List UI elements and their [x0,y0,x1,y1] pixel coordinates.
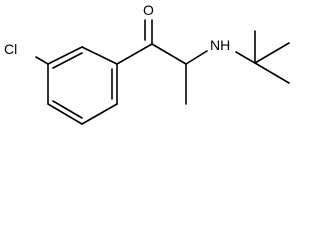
ring-carbonyl-bond [116,43,153,65]
c-cl-bond [35,56,49,65]
amine-label: NH [210,37,230,53]
tertbutyl-methyl-right [254,42,290,64]
tert-butyl-group [254,30,290,84]
ring-inner-bond-3 [52,100,83,119]
ring-bond-bottom-left [47,103,83,125]
ring-bond-bottom-right [81,103,118,125]
benzene-ring [47,46,118,125]
tertbutyl-methyl-down [254,62,290,84]
chemical-structure: Cl O NH [4,2,290,125]
ring-bond-top-left [47,46,83,65]
nitrogen-tertbutyl-bond [235,51,256,64]
ring-bond-top-right [81,46,118,65]
alpha-nitrogen-bond [185,50,208,65]
oxygen-label: O [143,2,154,18]
ring-inner-bond-1 [52,52,83,69]
chlorine-label: Cl [4,41,17,57]
carbonyl-alpha-bond [151,43,187,65]
